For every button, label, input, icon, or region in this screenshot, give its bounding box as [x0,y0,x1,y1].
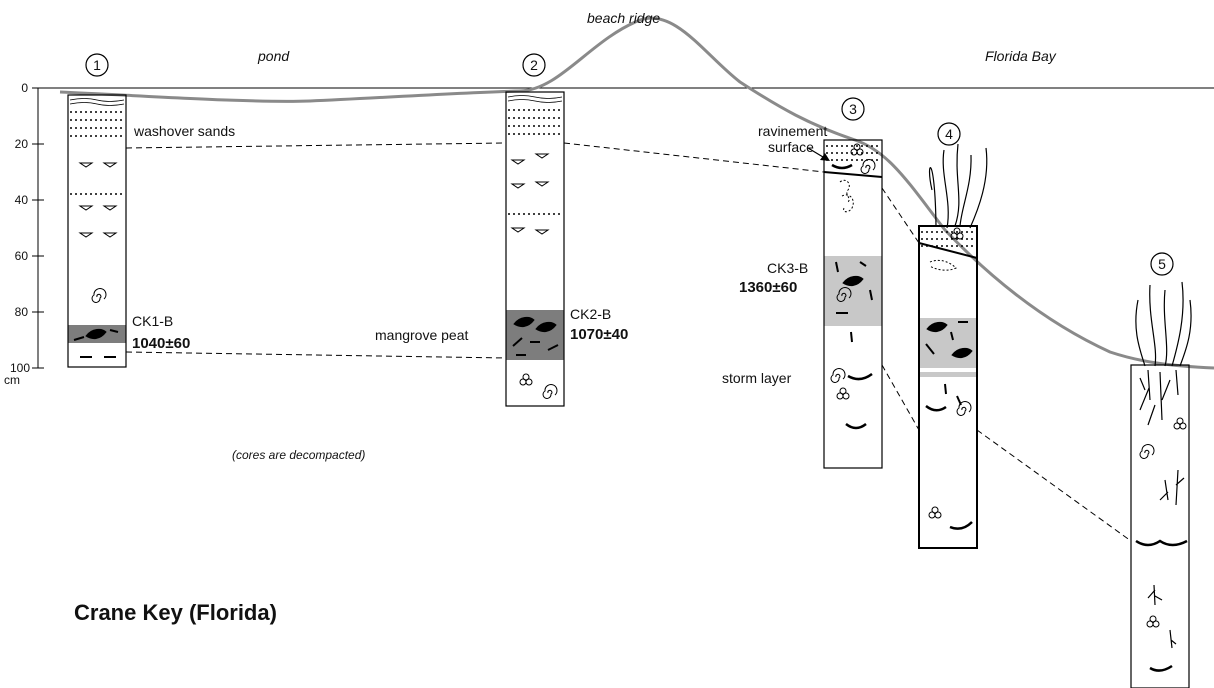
label-surface: surface [768,139,814,155]
note-decompacted: (cores are decompacted) [232,448,365,462]
sample-age-ck3: 1360±60 [739,279,797,296]
seagrass-icon [930,144,987,228]
label-storm-layer: storm layer [722,370,792,386]
sample-id-ck3: CK3-B [767,260,808,276]
core-2 [506,92,564,406]
svg-text:5: 5 [1158,256,1166,272]
sample-age-ck2: 1070±40 [570,326,628,343]
tick-40: 40 [15,193,29,207]
label-mangrove-peat: mangrove peat [375,327,469,343]
peat-layer-core-4 [919,318,977,368]
core-number-1: 1 [86,54,108,76]
foraminifera-icon [520,374,532,385]
core-number-2: 2 [523,54,545,76]
tick-60: 60 [15,249,29,263]
tick-0: 0 [21,81,28,95]
svg-text:4: 4 [945,126,953,142]
core-number-4: 4 [938,123,960,145]
label-florida-bay: Florida Bay [985,48,1057,64]
depth-axis: 0 20 40 60 80 100 cm [4,81,44,387]
sample-age-ck1: 1040±60 [132,335,190,352]
sample-id-ck1: CK1-B [132,313,173,329]
ground-surface-profile [60,18,1214,368]
core-5 [1131,282,1191,688]
seagrass-icon [1136,282,1191,366]
core-4 [919,144,987,548]
label-pond: pond [257,48,290,64]
label-ravinement: ravinement [758,123,827,139]
label-washover-sands: washover sands [133,123,235,139]
sample-id-ck2: CK2-B [570,306,611,322]
svg-text:2: 2 [530,57,538,73]
svg-text:3: 3 [849,101,857,117]
gastropod-icon [543,385,557,399]
peat-layer-core-2 [506,310,564,360]
peat-layer-core-3 [824,256,882,326]
root-icon [1140,370,1178,425]
core-number-5: 5 [1151,253,1173,275]
core-3 [824,140,882,468]
core-1 [68,95,126,367]
gastropod-icon [92,289,106,303]
label-beach-ridge: beach ridge [587,10,660,26]
tick-20: 20 [15,137,29,151]
axis-unit: cm [4,373,20,387]
tick-80: 80 [15,305,29,319]
diagram-title: Crane Key (Florida) [74,600,277,625]
svg-text:1: 1 [93,57,101,73]
core-number-3: 3 [842,98,864,120]
